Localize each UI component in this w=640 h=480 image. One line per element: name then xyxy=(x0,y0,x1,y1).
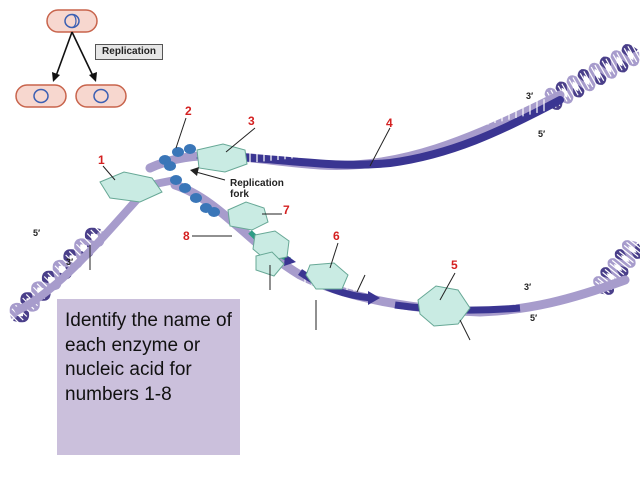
end-label-lower-3prime: 3′ xyxy=(524,282,532,292)
protein-8-shape xyxy=(252,230,290,262)
base-pair xyxy=(627,45,638,63)
protein-small-shape xyxy=(255,251,285,277)
base-pair xyxy=(598,62,608,79)
base-pair xyxy=(576,75,586,92)
ssb-dot xyxy=(190,193,202,203)
ssb-dot xyxy=(184,144,196,154)
ligase-shape xyxy=(417,285,471,327)
fork-label-line1: Replication xyxy=(230,178,284,189)
base-pair xyxy=(612,54,623,71)
ssb-dot xyxy=(164,161,176,171)
number-3: 3 xyxy=(248,114,255,128)
base-pair xyxy=(614,256,630,270)
number-5: 5 xyxy=(451,258,458,272)
number-1: 1 xyxy=(98,153,105,167)
base-pair xyxy=(572,77,583,94)
base-pair xyxy=(628,238,640,249)
base-pair xyxy=(583,70,594,88)
number-6: 6 xyxy=(333,229,340,243)
base-pair xyxy=(616,52,627,69)
base-pair xyxy=(606,265,622,279)
base-pair xyxy=(561,83,572,100)
end-label-top-3prime: 3′ xyxy=(526,91,534,101)
question-text: Identify the name of each enzyme or nucl… xyxy=(65,310,232,405)
question-box: Identify the name of each enzyme or nucl… xyxy=(57,299,240,455)
single-strand-binding-proteins xyxy=(159,144,220,217)
base-pair xyxy=(587,68,597,86)
base-pair xyxy=(623,48,634,65)
base-pair xyxy=(609,56,619,73)
cell-division-icon xyxy=(15,9,127,108)
replication-tag: Replication xyxy=(95,44,163,60)
ssb-dot xyxy=(179,183,191,193)
primase-shape xyxy=(227,201,269,231)
number-4: 4 xyxy=(386,116,393,130)
topoisomerase-shape xyxy=(99,171,163,203)
ssb-dot xyxy=(208,207,220,217)
end-label-top-5prime: 5′ xyxy=(538,129,546,139)
number-8: 8 xyxy=(183,229,190,243)
fork-pointer-arrowhead xyxy=(190,167,199,176)
end-label-lower-5prime: 5′ xyxy=(530,313,538,323)
base-pair xyxy=(631,43,640,61)
base-pair xyxy=(605,58,616,75)
fork-label-line2: fork xyxy=(230,189,249,200)
base-pair xyxy=(623,244,639,258)
base-pair xyxy=(618,250,634,264)
number-7: 7 xyxy=(283,203,290,217)
number-2: 2 xyxy=(185,104,192,118)
base-pair xyxy=(620,50,630,67)
leader-lines xyxy=(89,117,471,341)
replication-fork-label: Replication fork xyxy=(230,178,284,200)
end-label-left-3prime: 3′ xyxy=(66,257,74,267)
base-pair xyxy=(565,81,575,98)
base-pair xyxy=(590,66,601,84)
base-pair xyxy=(7,311,21,325)
proteins xyxy=(99,143,471,327)
base-pair xyxy=(626,241,640,254)
ssb-dot xyxy=(172,147,184,157)
end-label-left-5prime: 5′ xyxy=(33,228,41,238)
base-pair xyxy=(611,259,627,273)
base-pair xyxy=(594,64,605,81)
okazaki-fragment-1-arrowhead xyxy=(368,291,380,305)
base-pair xyxy=(568,79,579,96)
base-pair xyxy=(601,60,612,77)
base-pair xyxy=(616,253,632,267)
base-pair xyxy=(579,73,590,90)
polymerase-i-shape xyxy=(305,262,349,290)
polymerase-leading-shape xyxy=(196,143,248,173)
leading-strand xyxy=(201,96,564,169)
base-pair xyxy=(621,247,637,261)
base-pair xyxy=(609,262,625,276)
ssb-dot xyxy=(170,175,182,185)
